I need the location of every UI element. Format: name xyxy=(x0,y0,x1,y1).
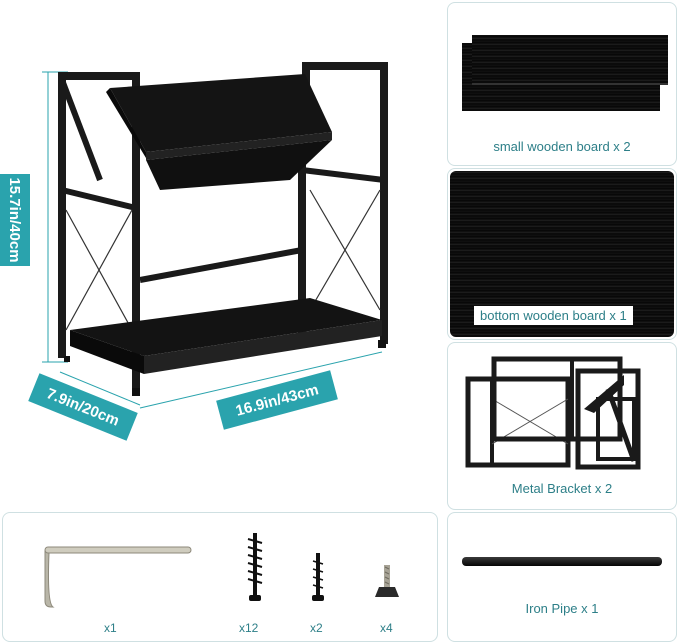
bottom-board-caption: bottom wooden board x 1 xyxy=(474,306,633,325)
short-screw-quantity: x2 xyxy=(310,621,323,635)
bottom-board-panel: bottom wooden board x 1 xyxy=(447,168,677,340)
shelf-illustration xyxy=(20,40,440,460)
allen-key-quantity: x1 xyxy=(104,621,117,635)
iron-pipe-caption: Iron Pipe x 1 xyxy=(525,601,599,616)
long-screw-icon xyxy=(247,533,263,601)
height-dimension-text: 15.7in/40cm xyxy=(6,177,24,263)
metal-bracket-caption: Metal Bracket x 2 xyxy=(511,481,613,496)
short-screw-icon xyxy=(312,553,324,601)
shelf-drawing xyxy=(42,62,388,409)
hardware-panel: x1 x12 x2 x4 xyxy=(2,512,438,642)
small-board-panel: small wooden board x 2 xyxy=(447,2,677,166)
foot-pad-icon xyxy=(375,565,399,597)
foot-pad-quantity: x4 xyxy=(380,621,393,635)
metal-bracket-drawing xyxy=(465,356,641,470)
long-screw-quantity: x12 xyxy=(239,621,259,635)
metal-bracket-panel: Metal Bracket x 2 xyxy=(447,342,677,510)
small-board-image-front xyxy=(472,35,668,85)
iron-pipe-image xyxy=(462,557,662,566)
allen-key-icon xyxy=(44,546,192,608)
small-board-caption: small wooden board x 2 xyxy=(493,139,631,154)
height-dimension-label: 15.7in/40cm xyxy=(0,174,30,266)
iron-pipe-panel: Iron Pipe x 1 xyxy=(447,512,677,642)
